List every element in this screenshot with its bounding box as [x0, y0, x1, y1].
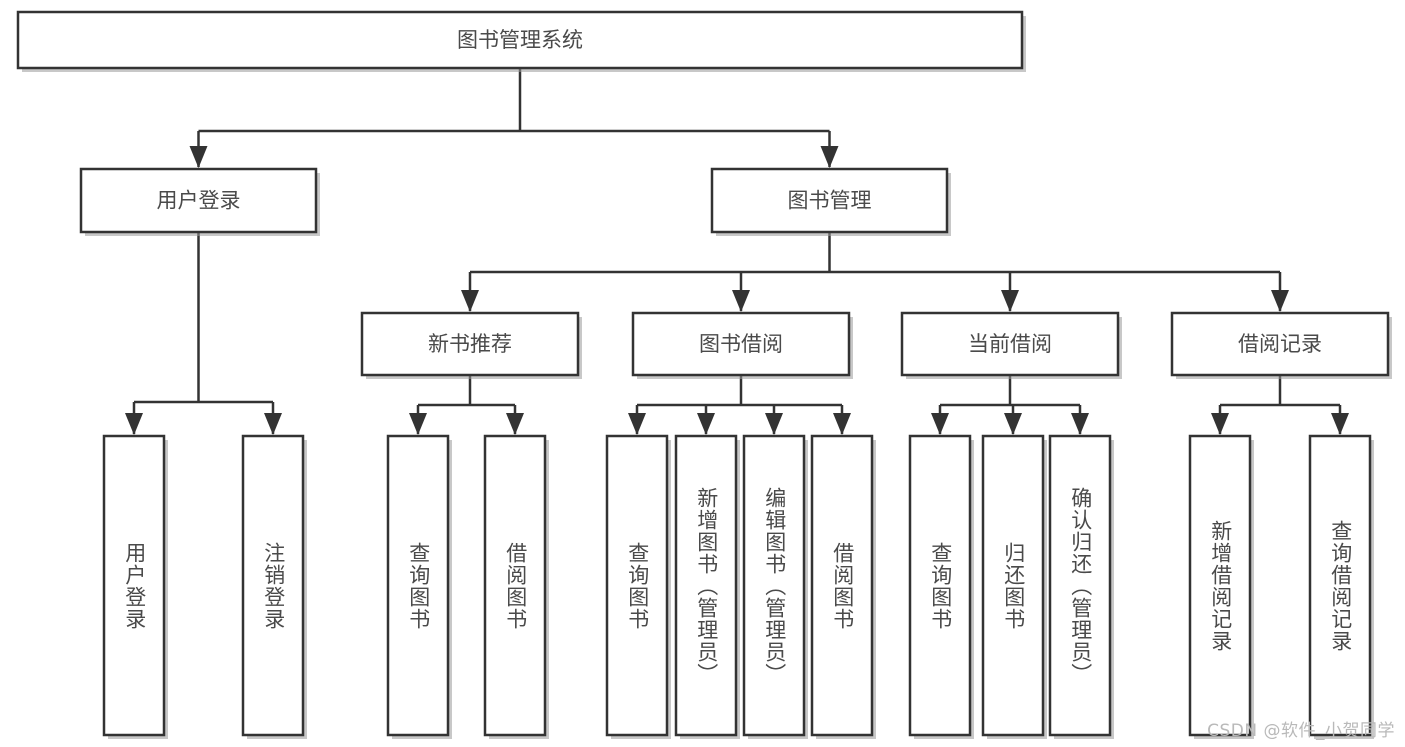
node-level2-0-label: 用户登录 [157, 189, 241, 213]
arrow-head-icon [125, 413, 143, 435]
node-level3-0[interactable] [360, 311, 580, 377]
arrow-head-icon [409, 413, 427, 435]
arrow-head-icon [697, 413, 715, 435]
arrow-head-icon [1071, 413, 1089, 435]
node-level3-3[interactable] [1170, 311, 1390, 377]
arrow-head-icon [1331, 413, 1349, 435]
arrow-head-icon [461, 290, 479, 312]
node-level3-3-label: 借阅记录 [1238, 332, 1322, 356]
node-leaf-8[interactable] [908, 434, 972, 737]
arrow-head-icon [628, 413, 646, 435]
node-level3-1-label: 图书借阅 [699, 332, 783, 356]
node-leaf-4[interactable] [605, 434, 669, 737]
arrow-head-icon [506, 413, 524, 435]
node-level2-1-label: 图书管理 [788, 189, 872, 213]
node-level3-0-label: 新书推荐 [428, 332, 512, 356]
node-level3-1[interactable] [631, 311, 851, 377]
node-leaf-6[interactable] [742, 434, 806, 737]
arrow-head-icon [1004, 413, 1022, 435]
arrow-head-icon [264, 413, 282, 435]
arrow-head-icon [1001, 290, 1019, 312]
node-level3-2-label: 当前借阅 [968, 332, 1052, 356]
arrow-head-icon [833, 413, 851, 435]
node-leaf-3[interactable] [483, 434, 547, 737]
node-level2-1[interactable] [710, 167, 949, 234]
node-leaf-2[interactable] [386, 434, 450, 737]
node-leaf-7[interactable] [810, 434, 874, 737]
node-leaf-11[interactable] [1188, 434, 1252, 737]
node-root-label: 图书管理系统 [457, 28, 583, 52]
arrow-head-icon [189, 146, 208, 168]
node-leaf-1[interactable] [241, 434, 305, 737]
arrow-head-icon [1211, 413, 1229, 435]
edges-layer [125, 68, 1349, 435]
node-leaf-12[interactable] [1308, 434, 1372, 737]
arrow-head-icon [931, 413, 949, 435]
node-level3-2[interactable] [900, 311, 1120, 377]
arrow-head-icon [732, 290, 750, 312]
node-level2-0[interactable] [79, 167, 318, 234]
node-leaf-9[interactable] [981, 434, 1045, 737]
watermark: CSDN @软件_小贺同学 [1207, 721, 1395, 741]
node-leaf-5[interactable] [674, 434, 738, 737]
arrow-head-icon [820, 146, 839, 168]
arrow-head-icon [1271, 290, 1289, 312]
arrow-head-icon [765, 413, 783, 435]
node-leaf-0[interactable] [102, 434, 166, 737]
node-root[interactable] [16, 10, 1024, 70]
node-leaf-10[interactable] [1048, 434, 1112, 737]
